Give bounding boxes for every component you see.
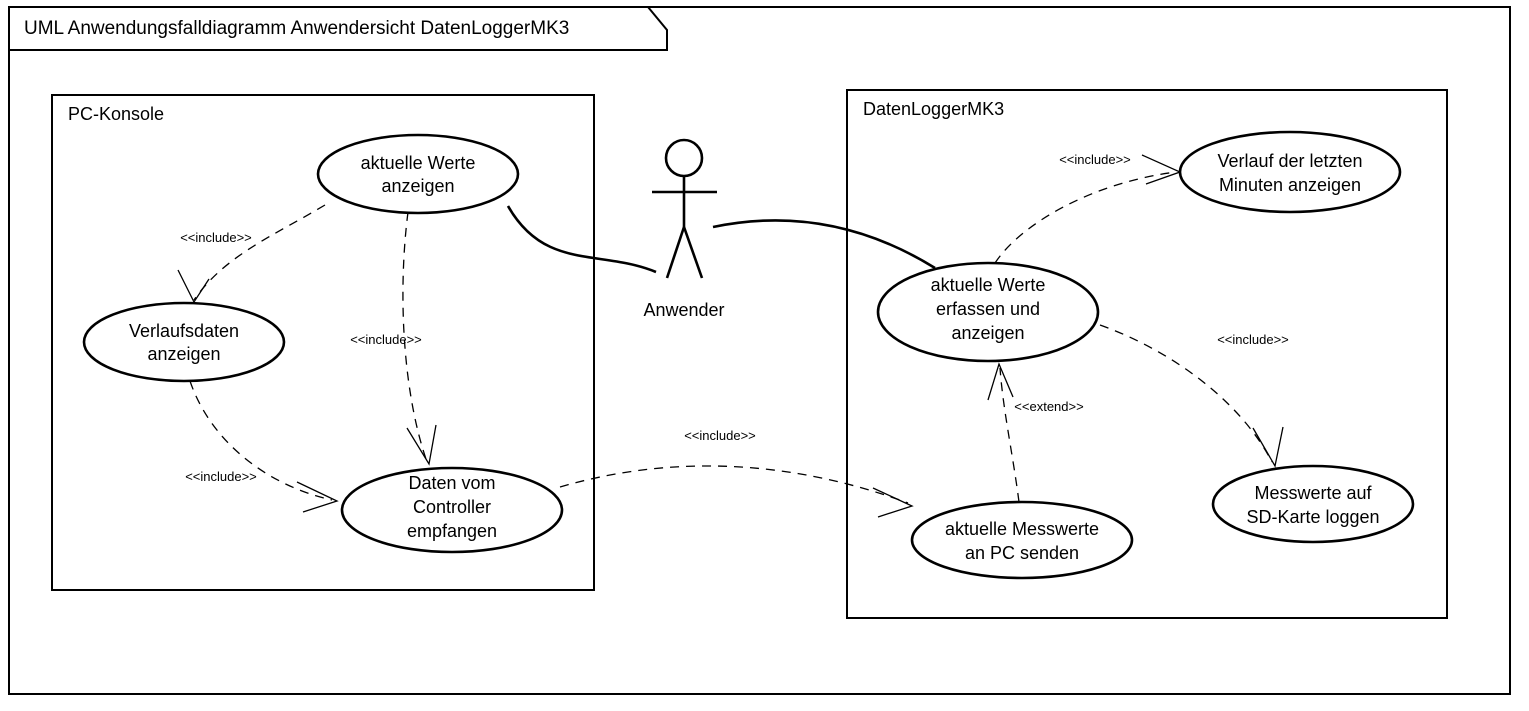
rel-include-4-line	[559, 465, 909, 504]
rel-include-4-label: <<include>>	[684, 428, 756, 443]
rel-include-5-label: <<include>>	[1059, 152, 1131, 167]
use-case-label-line-2: SD-Karte loggen	[1246, 507, 1379, 527]
rel-extend-1-line	[999, 367, 1020, 503]
use-case-label-line-1: aktuelle Werte	[361, 153, 476, 173]
use-case-aktuelle-werte-anzeigen[interactable]: aktuelle Werte anzeigen	[316, 133, 520, 215]
actor-label-anwender: Anwender	[643, 300, 724, 320]
actor-anwender[interactable]: Anwender	[643, 138, 725, 320]
boundary-rect-datenlogger	[846, 89, 1448, 619]
use-case-aktuelle-werte-erfassen-und-anzeigen[interactable]: aktuelle Werte erfassen und anzeigen	[876, 261, 1100, 363]
boundary-rect-pc-konsole	[51, 94, 595, 591]
frame-title-text: UML Anwendungsfalldiagramm Anwendersicht…	[24, 18, 569, 39]
use-case-ellipse	[1211, 464, 1415, 544]
frame-name-tab	[9, 6, 668, 51]
use-case-label-line-2: Controller	[413, 497, 491, 517]
use-case-label-line-2: anzeigen	[381, 176, 454, 196]
rel-include-6-label: <<include>>	[1217, 332, 1289, 347]
rel-include-1-line	[193, 204, 326, 301]
rel-include-6: <<include>>	[1099, 324, 1289, 468]
assoc-anwender-to-aktuelle-werte-anzeigen	[506, 205, 657, 274]
system-boundary-datenlogger: DatenLoggerMK3	[846, 89, 1448, 619]
use-case-label-line-2: anzeigen	[147, 344, 220, 364]
rel-include-5-arrowhead	[1141, 154, 1182, 185]
actor-right-leg-line	[682, 226, 704, 279]
use-case-messwerte-auf-sd-karte-loggen[interactable]: Messwerte auf SD-Karte loggen	[1211, 464, 1415, 544]
boundary-title-datenlogger: DatenLoggerMK3	[863, 99, 1004, 119]
use-case-label-line-1: aktuelle Werte	[931, 275, 1046, 295]
rel-include-1: <<include>>	[177, 204, 326, 304]
use-case-ellipse	[316, 133, 520, 215]
dependency-lines: <<include>> <<include>> <<include>> <<in…	[177, 152, 1289, 518]
actor-head-icon	[664, 138, 704, 178]
use-case-aktuelle-messwerte-an-pc-senden[interactable]: aktuelle Messwerte an PC senden	[910, 500, 1134, 580]
rel-include-6-line	[1099, 324, 1273, 463]
use-case-daten-vom-controller-empfangen[interactable]: Daten vom Controller empfangen	[340, 466, 564, 554]
use-case-label-line-1: Daten vom	[408, 473, 495, 493]
rel-extend-1: <<extend>>	[987, 362, 1084, 503]
rel-include-5: <<include>>	[994, 152, 1182, 264]
use-case-label-line-3: empfangen	[407, 521, 497, 541]
association-lines	[506, 205, 936, 274]
rel-extend-1-arrowhead	[987, 362, 1014, 401]
use-case-label-line-2: erfassen und	[936, 299, 1040, 319]
rel-include-6-arrowhead	[1252, 426, 1284, 468]
use-case-label-line-1: Verlauf der letzten	[1217, 151, 1362, 171]
use-case-label-line-1: Verlaufsdaten	[129, 321, 239, 341]
use-case-label-line-1: aktuelle Messwerte	[945, 519, 1099, 539]
use-case-ellipse	[82, 301, 286, 383]
use-case-ellipse	[876, 261, 1100, 363]
rel-extend-1-label: <<extend>>	[1014, 399, 1083, 414]
assoc-anwender-to-aktuelle-werte-erfassen	[712, 219, 936, 270]
use-case-ellipse	[910, 500, 1134, 580]
use-case-ellipse	[1178, 130, 1402, 214]
use-case-label-line-2: Minuten anzeigen	[1219, 175, 1361, 195]
use-case-label-line-1: Messwerte auf	[1254, 483, 1372, 503]
system-boundary-pc-konsole: PC-Konsole	[51, 94, 595, 591]
rel-include-5-line	[994, 171, 1177, 264]
actor-left-leg-line	[665, 226, 686, 279]
rel-include-3-arrowhead	[296, 481, 339, 513]
boundary-title-pc-konsole: PC-Konsole	[68, 104, 164, 124]
frame-border	[8, 6, 1511, 695]
use-case-label-line-3: anzeigen	[951, 323, 1024, 343]
rel-include-3: <<include>>	[185, 380, 339, 513]
use-case-verlauf-der-letzten-minuten-anzeigen[interactable]: Verlauf der letzten Minuten anzeigen	[1178, 130, 1402, 214]
rel-include-2-arrowhead	[406, 424, 437, 466]
rel-include-2: <<include>>	[350, 211, 437, 466]
rel-include-4: <<include>>	[559, 428, 914, 518]
rel-include-3-label: <<include>>	[185, 469, 257, 484]
rel-include-4-arrowhead	[872, 487, 914, 518]
rel-include-1-label: <<include>>	[180, 230, 252, 245]
rel-include-2-label: <<include>>	[350, 332, 422, 347]
use-case-label-line-2: an PC senden	[965, 543, 1079, 563]
diagram-frame: UML Anwendungsfalldiagramm Anwendersicht…	[8, 6, 1511, 695]
use-case-ellipse	[340, 466, 564, 554]
use-case-verlaufsdaten-anzeigen[interactable]: Verlaufsdaten anzeigen	[82, 301, 286, 383]
rel-include-1-arrowhead	[177, 269, 210, 304]
rel-include-3-line	[189, 380, 333, 501]
